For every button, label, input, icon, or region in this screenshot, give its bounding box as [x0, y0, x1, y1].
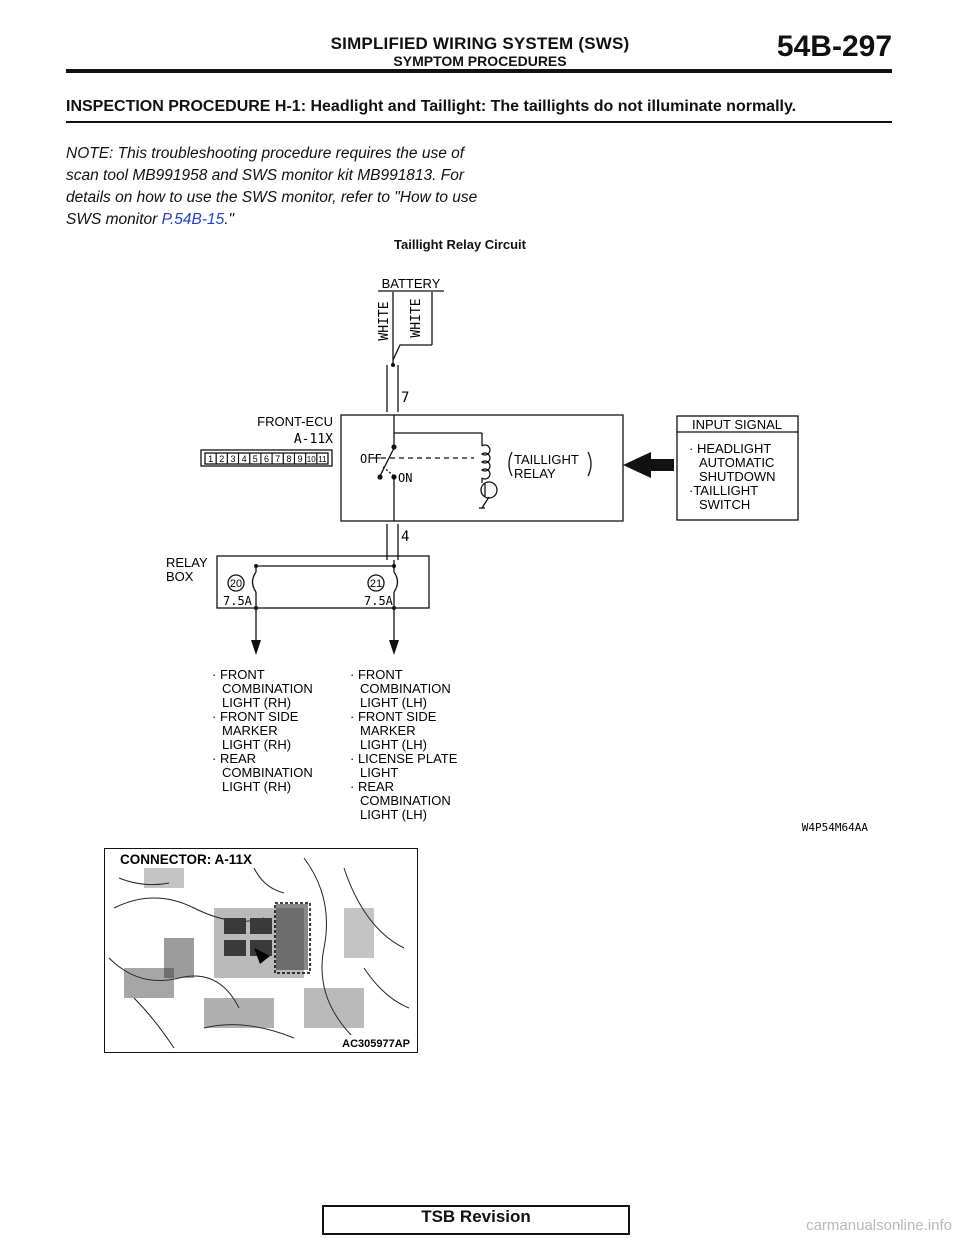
connector-pin-number: 7: [275, 454, 280, 464]
terminal-4-label: 4: [401, 529, 409, 545]
output-arrow-right: [389, 640, 399, 655]
load-list-item: MARKER: [222, 723, 278, 738]
wiring-diagram: BATTERY WHITE WHITE 7 4 FRONT-ECU A-11X …: [166, 276, 869, 834]
front-ecu-box: [340, 414, 624, 522]
header-rule: [66, 69, 892, 73]
load-list-item: · REAR: [212, 751, 256, 766]
input-line: · HEADLIGHT: [689, 441, 771, 456]
diagram-code: W4P54M64AA: [802, 821, 869, 834]
wire-color-right: WHITE: [409, 298, 424, 337]
watermark: carmanualsonline.info: [806, 1217, 952, 1234]
load-list-item: · FRONT: [350, 667, 403, 682]
wire-color-left: WHITE: [377, 301, 392, 340]
connector-pin-number: 8: [286, 454, 291, 464]
load-list-item: · FRONT: [212, 667, 265, 682]
switch-arm: [379, 447, 395, 477]
input-line: SWITCH: [699, 497, 750, 512]
reference-link[interactable]: P.54B-15: [161, 211, 225, 228]
load-list-item: MARKER: [360, 723, 416, 738]
load-list-item: COMBINATION: [222, 765, 313, 780]
page-number: 54B-297: [776, 30, 892, 63]
connector-id: A-11X: [294, 432, 333, 447]
load-list-item: LIGHT (LH): [360, 737, 427, 752]
connector-pin-number: 3: [230, 454, 235, 464]
relay-coil: [480, 444, 491, 480]
load-list-item: COMBINATION: [360, 793, 451, 808]
load-list-item: · FRONT SIDE: [350, 709, 437, 724]
fuse-21-number: 21: [370, 578, 382, 590]
load-list-item: · FRONT SIDE: [212, 709, 299, 724]
connector-location-photo: CONNECTOR: A-11X AC305977AP: [104, 848, 418, 1053]
load-list-item: LIGHT (RH): [222, 695, 291, 710]
fuse-20-rating: 7.5A: [223, 594, 253, 608]
load-list-item: LIGHT (LH): [360, 807, 427, 822]
connector-pin-number: 10: [307, 455, 316, 464]
output-arrow-left: [251, 640, 261, 655]
footer-box: [322, 1205, 630, 1235]
input-line: ·TAILLIGHT: [689, 483, 758, 498]
relay-box-label-1: RELAY: [166, 555, 208, 570]
fuse-20-number: 20: [230, 578, 242, 590]
battery-label: BATTERY: [382, 276, 441, 291]
ecu-label: FRONT-ECU: [257, 414, 333, 429]
load-list-item: COMBINATION: [222, 681, 313, 696]
relay-box: [216, 555, 430, 609]
note-paragraph: NOTE: This troubleshooting procedure req…: [66, 143, 486, 231]
load-list-item: LIGHT (RH): [222, 779, 291, 794]
procedure-title: INSPECTION PROCEDURE H-1: Headlight and …: [66, 98, 797, 115]
load-list-item: · LICENSE PLATE: [350, 751, 458, 766]
connector-pointer-arrow: [254, 948, 270, 964]
diagram-title: Taillight Relay Circuit: [394, 237, 526, 252]
input-arrow: [623, 452, 674, 478]
photo-connector-label: CONNECTOR: A-11X: [120, 852, 252, 867]
input-line: SHUTDOWN: [699, 469, 776, 484]
photo-code: AC305977AP: [342, 1038, 410, 1050]
header-subtitle: SYMPTOM PROCEDURES: [393, 53, 567, 69]
load-list-item: LIGHT (RH): [222, 737, 291, 752]
load-list-item: COMBINATION: [360, 681, 451, 696]
connector-pin-number: 9: [298, 454, 303, 464]
relay-box-label-2: BOX: [166, 569, 194, 584]
relay-label-2: RELAY: [514, 466, 556, 481]
terminal-7-label: 7: [401, 390, 409, 406]
footer-label: TSB Revision: [421, 1207, 531, 1226]
load-list-item: LIGHT: [360, 765, 398, 780]
note-text: NOTE: This troubleshooting procedure req…: [66, 145, 478, 228]
input-signal-header: INPUT SIGNAL: [692, 417, 782, 432]
header-title: SIMPLIFIED WIRING SYSTEM (SWS): [330, 34, 630, 53]
connector-pin-number: 11: [318, 455, 327, 464]
load-list-item: · REAR: [350, 779, 394, 794]
fuse-20-marker: [227, 574, 245, 592]
relay-transistor: [480, 481, 498, 499]
switch-off-label: OFF: [360, 452, 382, 466]
connector-pin-number: 1: [208, 454, 213, 464]
input-line: AUTOMATIC: [699, 455, 774, 470]
procedure-rule: [66, 121, 892, 123]
fuse-21-marker: [367, 574, 385, 592]
connector-pin-number: 2: [219, 454, 224, 464]
switch-on-label: ON: [398, 471, 412, 485]
connector-pin-cell: [316, 452, 329, 465]
relay-label-1: TAILLIGHT: [514, 452, 579, 467]
input-signal-box: [676, 415, 799, 521]
note-end: .": [224, 211, 235, 228]
connector-pin-number: 5: [253, 454, 258, 464]
load-list-item: LIGHT (LH): [360, 695, 427, 710]
connector-pin-number: 6: [264, 454, 269, 464]
connector-pin-number: 4: [242, 454, 247, 464]
fuse-21-rating: 7.5A: [364, 594, 394, 608]
